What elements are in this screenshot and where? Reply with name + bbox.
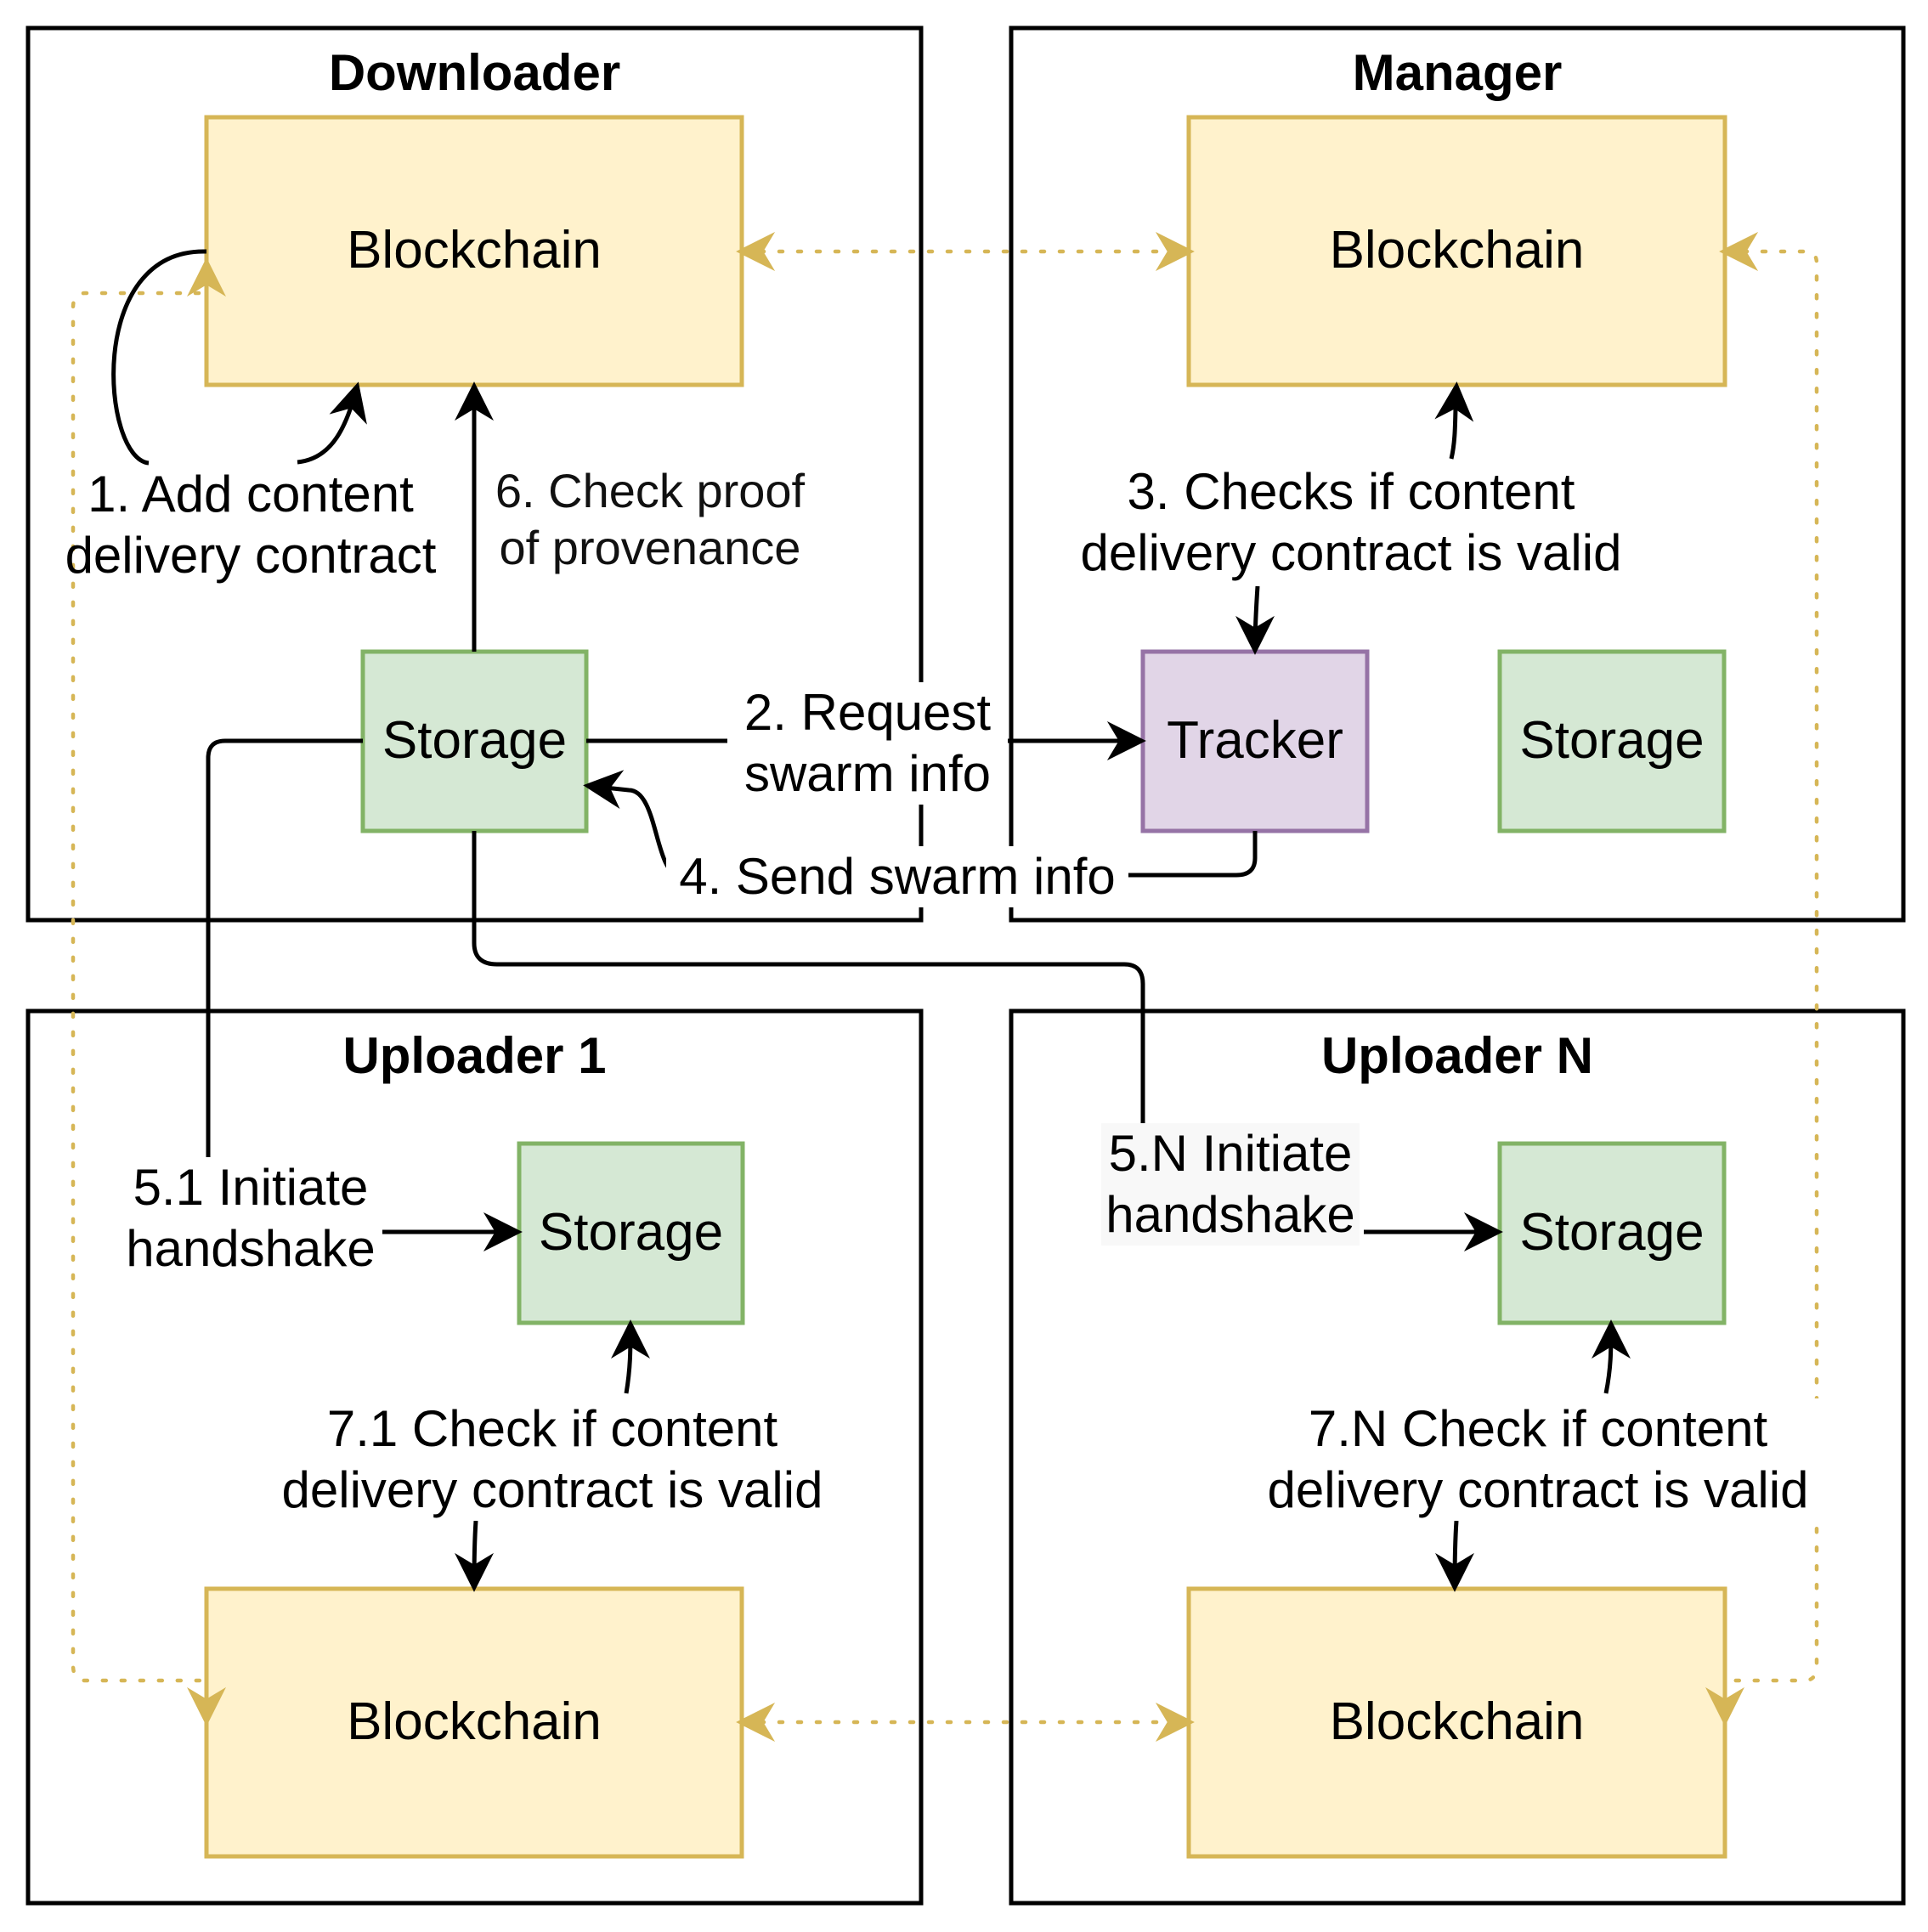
step5-N-label: 5.N Initiate handshake xyxy=(1101,1123,1360,1246)
uploaderN-panel xyxy=(1009,1008,1906,1906)
uploader1-storage-label: Storage xyxy=(538,1203,724,1262)
step2-label: 2. Request swarm info xyxy=(727,682,1008,805)
manager-storage-label: Storage xyxy=(1519,711,1705,770)
manager-blockchain-label: Blockchain xyxy=(1329,221,1585,280)
step5-1-label: 5.1 Initiate handshake xyxy=(119,1157,382,1280)
downloader-title: Downloader xyxy=(328,44,621,101)
arrow-step5-N xyxy=(472,831,1497,1232)
step3-label: 3. Checks if content delivery contract i… xyxy=(1054,461,1648,584)
arrow-step3-down xyxy=(1235,585,1275,655)
downloader-storage-box xyxy=(360,649,589,833)
sync-downloader-uploader1 xyxy=(71,257,226,1726)
uploaderN-storage-label: Storage xyxy=(1519,1203,1705,1262)
step1-label: 1. Add content delivery contract xyxy=(65,466,437,584)
uploader1-panel xyxy=(25,1008,924,1906)
manager-panel xyxy=(1009,25,1906,923)
step7-1-label: 7.1 Check if content delivery contract i… xyxy=(255,1398,850,1521)
uploaderN-storage-box xyxy=(1497,1141,1727,1325)
blockchain-sync-connectors xyxy=(71,232,1819,1742)
uploaderN-blockchain-label: Blockchain xyxy=(1329,1692,1585,1751)
arrow-step7-1-up xyxy=(610,1319,650,1394)
step6-label: 6. Check proof of provenance xyxy=(495,464,806,575)
arrow-step7-N-down xyxy=(1435,1520,1475,1592)
uploaderN-title: Uploader N xyxy=(1320,1027,1594,1084)
downloader-blockchain-box xyxy=(204,115,744,387)
step7-N-label: 7.N Check if content delivery contract i… xyxy=(1241,1398,1835,1521)
downloader-storage-label: Storage xyxy=(382,711,568,770)
arrow-step5-1 xyxy=(206,738,517,1232)
manager-tracker-label: Tracker xyxy=(1167,711,1343,770)
arrow-step1 xyxy=(111,249,357,466)
uploader1-blockchain-label: Blockchain xyxy=(347,1692,602,1751)
manager-title: Manager xyxy=(1352,44,1563,101)
arrow-step3-up xyxy=(1434,381,1474,460)
uploader1-title: Uploader 1 xyxy=(342,1027,607,1084)
arrow-step7-1-down xyxy=(455,1520,495,1592)
downloader-blockchain-label: Blockchain xyxy=(347,221,602,280)
arrow-step7-N-up xyxy=(1591,1319,1631,1394)
step4-label: 4. Send swarm info xyxy=(666,846,1128,907)
flow-arrows xyxy=(111,249,1631,1592)
